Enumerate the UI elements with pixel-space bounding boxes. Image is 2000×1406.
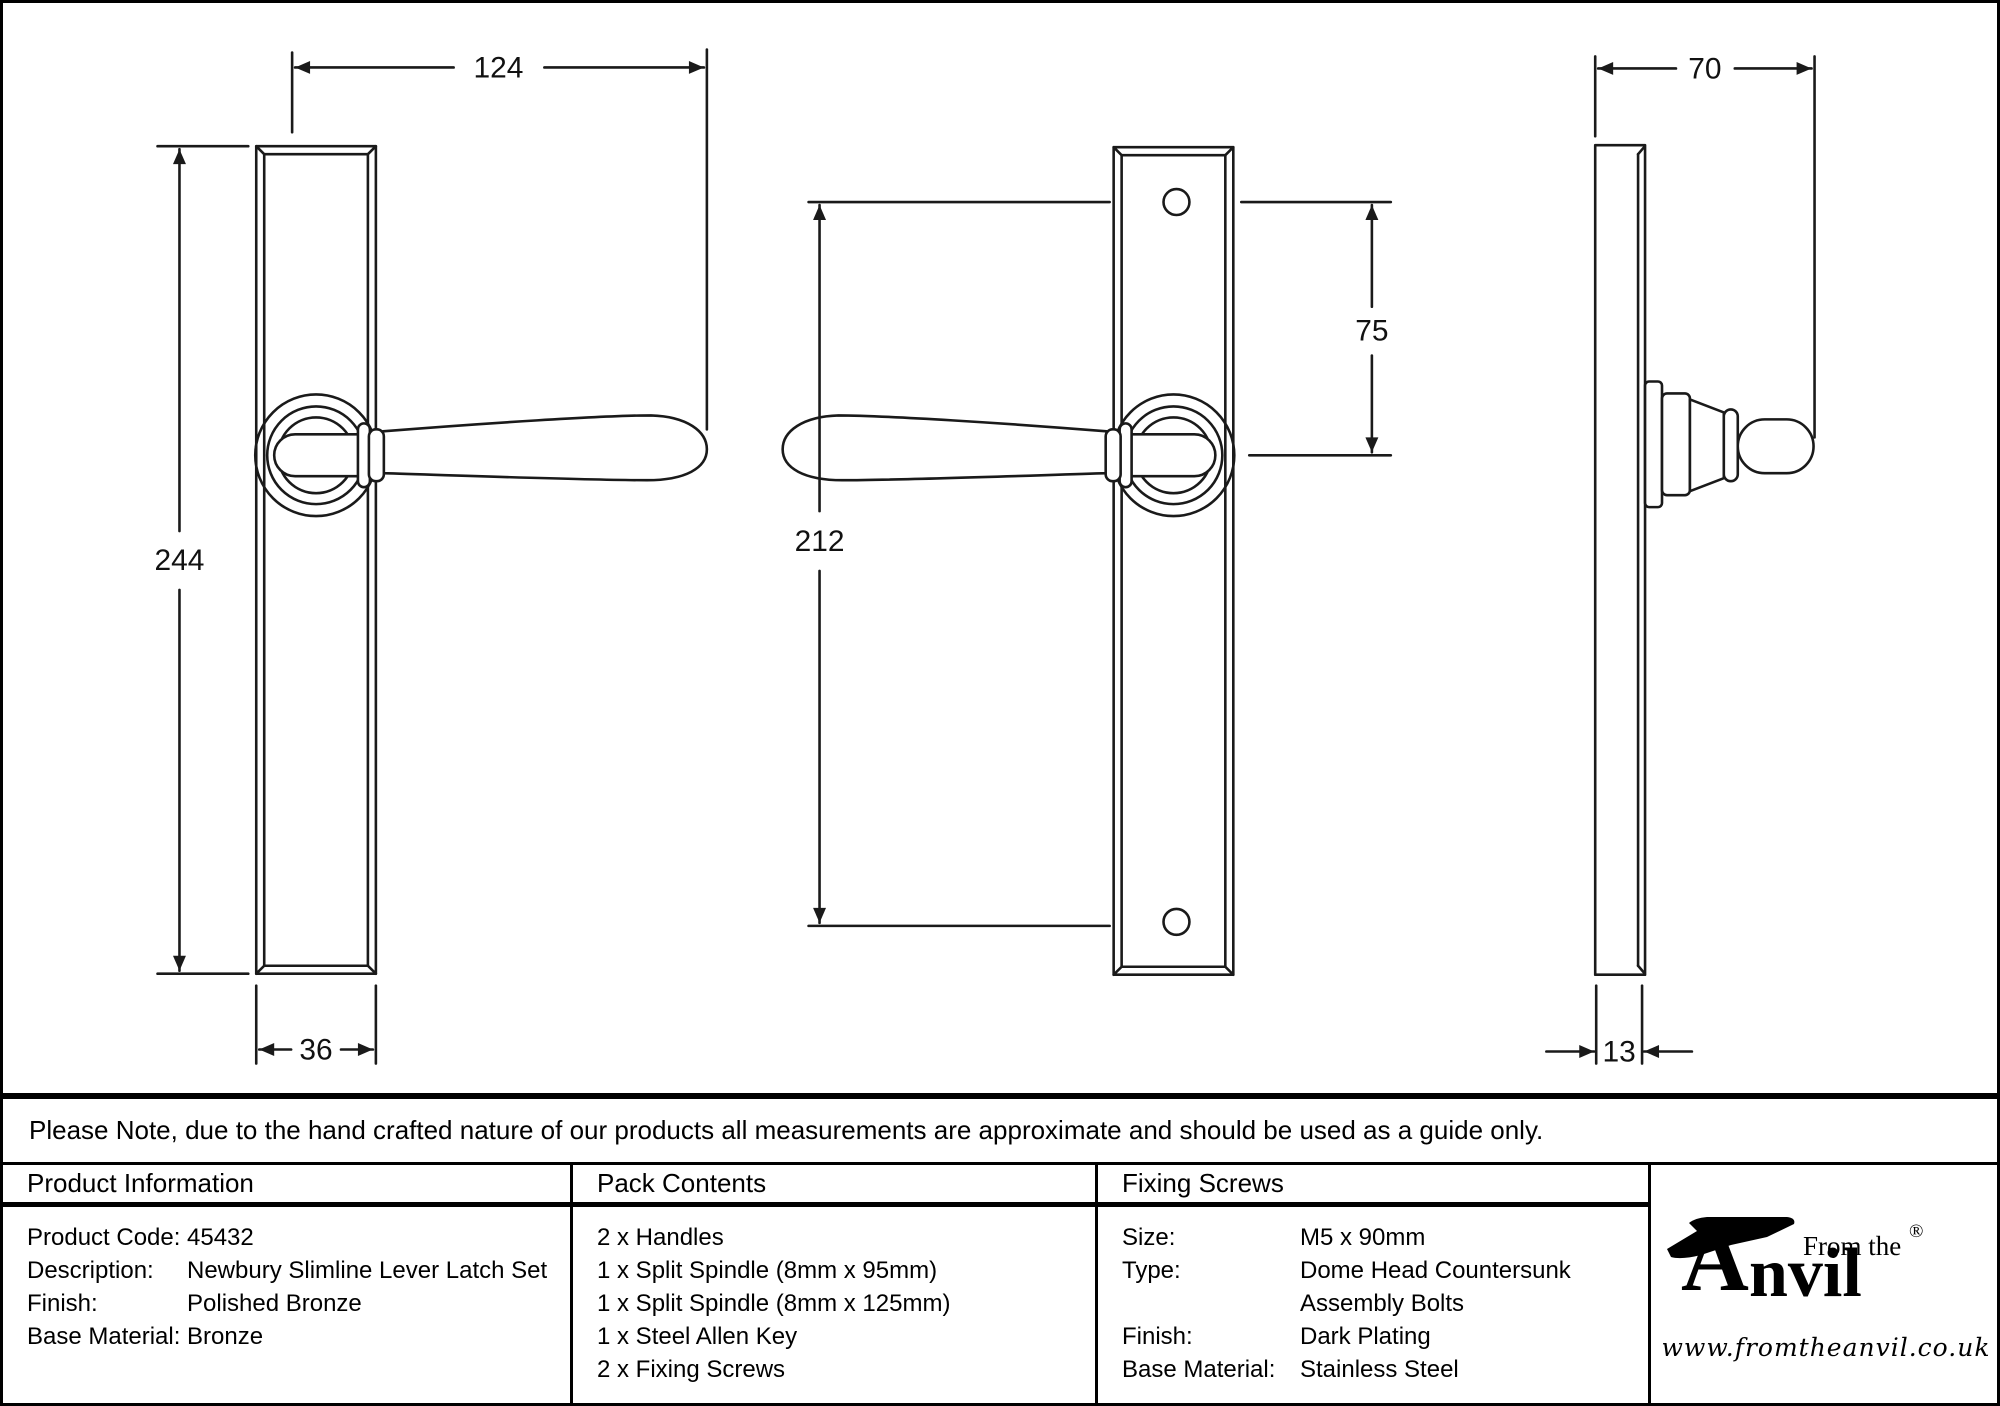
brand-name-text: nvil: [1749, 1235, 1862, 1312]
table-row: Base Material: Stainless Steel: [1122, 1353, 1638, 1386]
row-label: Size:: [1122, 1224, 1176, 1251]
dim-label-212: 212: [795, 525, 845, 558]
row-label: Base Material:: [27, 1323, 181, 1350]
pack-contents-header: Pack Contents: [573, 1165, 1095, 1207]
list-item: 1 x Steel Allen Key: [597, 1323, 798, 1350]
table-row: Finish: Polished Bronze: [27, 1287, 560, 1320]
from-the-anvil-logo: A From the nvil ® www.fromtheanvil.co.uk: [1661, 1207, 1991, 1375]
lever-handle: [272, 414, 709, 489]
table-row: Size: M5 x 90mm: [1122, 1221, 1638, 1254]
dim-label-244: 244: [155, 544, 205, 577]
lever-side-profile: [1643, 380, 1815, 509]
dim-projection: [1593, 55, 1816, 439]
dim-label-13: 13: [1603, 1035, 1636, 1068]
list-item: 2 x Fixing Screws: [597, 1356, 786, 1383]
table-row: Finish: Dark Plating: [1122, 1320, 1638, 1353]
dim-label-124: 124: [474, 51, 524, 84]
list-item: 1 x Split Spindle (8mm x 125mm): [597, 1290, 951, 1317]
dim-fixing-centres: [807, 200, 1111, 928]
column-product-information: Product Information Product Code: 45432 …: [3, 1165, 573, 1403]
screw-base-material-value: Stainless Steel: [1300, 1356, 1459, 1383]
screw-size-value: M5 x 90mm: [1300, 1224, 1426, 1251]
dim-label-36: 36: [299, 1033, 332, 1066]
product-information-body: Product Code: 45432 Description: Newbury…: [3, 1207, 570, 1403]
column-pack-contents: Pack Contents 2 x Handles 1 x Split Spin…: [573, 1165, 1098, 1403]
table-row: Description: Newbury Slimline Lever Latc…: [27, 1254, 560, 1287]
dim-lever-total-width: [290, 48, 709, 431]
table-row: Type: Dome Head Countersunk: [1122, 1254, 1638, 1287]
technical-drawing-svg: 124 244 36 212 75 70 13: [155, 48, 1816, 1068]
finish-value: Polished Bronze: [187, 1290, 362, 1317]
product-information-header: Product Information: [3, 1165, 570, 1207]
row-label: Finish:: [27, 1290, 98, 1317]
dim-label-75: 75: [1355, 315, 1388, 348]
screw-hole-top: [1162, 187, 1191, 217]
anvil-icon: [1667, 1217, 1795, 1259]
table-row: Base Material: Bronze: [27, 1320, 560, 1353]
list-item: 2 x Handles: [597, 1224, 724, 1251]
technical-drawing-area: 124 244 36 212 75 70 13: [3, 3, 1997, 1093]
screw-hole-bottom: [1162, 907, 1191, 937]
table-row: Assembly Bolts: [1122, 1287, 1638, 1320]
list-item: 1 x Split Spindle (8mm x 95mm): [597, 1257, 938, 1284]
backplate-outline: [1112, 145, 1235, 977]
product-code-value: 45432: [187, 1224, 254, 1251]
product-info-table: Product Information Product Code: 45432 …: [3, 1165, 1997, 1403]
column-fixing-screws: Fixing Screws Size: M5 x 90mm Type: Dome…: [1098, 1165, 1651, 1403]
fixing-screws-body: Size: M5 x 90mm Type: Dome Head Counters…: [1098, 1207, 1648, 1403]
dim-top-to-handle-centre: [1239, 200, 1393, 457]
screw-finish-value: Dark Plating: [1300, 1323, 1431, 1350]
brand-prefix-text: From the: [1803, 1231, 1902, 1261]
row-label: Type:: [1122, 1257, 1181, 1284]
row-label: Description:: [27, 1257, 154, 1284]
brand-initial: A: [1681, 1207, 1749, 1311]
brand-url: www.fromtheanvil.co.uk: [1661, 1333, 1991, 1362]
measurement-disclaimer-note: Please Note, due to the hand crafted nat…: [3, 1093, 1997, 1165]
backplate-outline: [254, 144, 378, 976]
front-view-lever-left: [781, 145, 1393, 977]
base-material-value: Bronze: [187, 1323, 264, 1350]
lever-handle: [781, 414, 1217, 489]
fixing-screws-header: Fixing Screws: [1098, 1165, 1648, 1207]
table-row: Product Code: 45432: [27, 1221, 560, 1254]
backplate-side-outline: [1593, 143, 1647, 977]
row-label: [1122, 1287, 1300, 1320]
dim-plate-height: [156, 144, 250, 976]
row-label: Product Code:: [27, 1224, 181, 1251]
registered-trademark-symbol: ®: [1909, 1221, 1924, 1242]
dim-plate-width: [254, 984, 378, 1065]
front-view-lever-right: [156, 48, 709, 1065]
pack-contents-body: 2 x Handles 1 x Split Spindle (8mm x 95m…: [573, 1207, 1095, 1403]
dim-plate-depth: [1545, 984, 1694, 1065]
row-label: Finish:: [1122, 1323, 1193, 1350]
screw-type-value-line2: Assembly Bolts: [1300, 1290, 1465, 1317]
description-value: Newbury Slimline Lever Latch Set: [187, 1257, 548, 1284]
screw-type-value: Dome Head Countersunk: [1300, 1257, 1571, 1284]
row-label: Base Material:: [1122, 1356, 1276, 1383]
note-text: Please Note, due to the hand crafted nat…: [29, 1115, 1544, 1145]
column-brand-logo: A From the nvil ® www.fromtheanvil.co.uk: [1651, 1165, 1997, 1403]
dim-label-70: 70: [1688, 52, 1721, 85]
side-profile-view: [1545, 55, 1816, 1065]
